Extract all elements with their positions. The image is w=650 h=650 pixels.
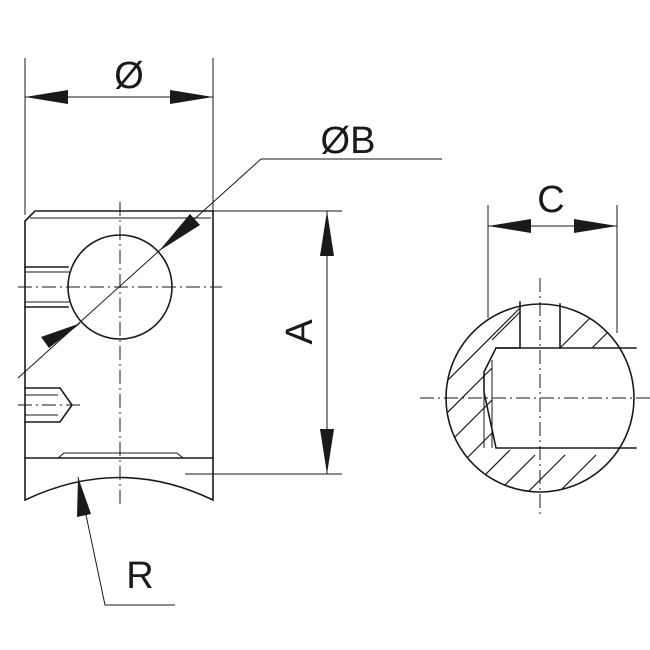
height-arrow-bottom <box>320 429 334 474</box>
body-outline <box>24 210 214 502</box>
radius-label: R <box>126 555 153 597</box>
side-view: Ø ØB A R <box>17 55 442 606</box>
radius-arrow <box>77 477 91 517</box>
diameter-arrow-right <box>170 90 213 104</box>
slot-arrow-left <box>488 219 531 233</box>
diameter-arrow-left <box>25 90 68 104</box>
hole-diameter-leader <box>17 158 262 379</box>
height-label: A <box>279 319 321 345</box>
hole-diameter-label: ØB <box>321 120 376 162</box>
slot-width-label: C <box>537 179 564 221</box>
section-view: C <box>420 179 650 518</box>
diameter-label: Ø <box>114 55 144 97</box>
height-arrow-top <box>320 211 334 256</box>
radius-leader <box>77 476 175 606</box>
slot-arrow-right <box>574 219 617 233</box>
hole-diameter-arrow-bottom <box>41 323 81 348</box>
hole-diameter-arrow-top <box>159 214 200 251</box>
